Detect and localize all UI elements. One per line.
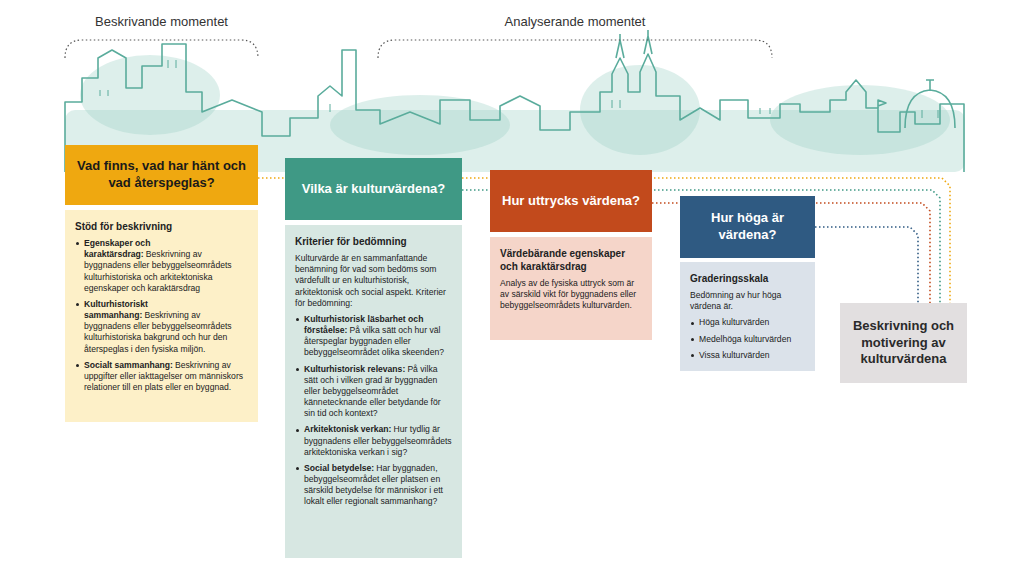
bullet-item: Social betydelse:Har byggnaden, bebyggel…: [295, 463, 452, 508]
bullet-item: Kulturhistoriskt sammanhang:Beskrivning …: [75, 299, 248, 355]
bullet-item: Höga kulturvärden: [690, 317, 805, 328]
step-panel: Värdebärande egenskaper och karaktärsdra…: [490, 237, 652, 340]
wash-blot: [770, 85, 950, 155]
panel-heading: Värdebärande egenskaper och karaktärsdra…: [500, 247, 642, 273]
grade-item: Medelhöga kulturvärden: [699, 334, 791, 344]
bracket: [378, 40, 772, 58]
wash-blot: [80, 55, 220, 135]
criterion-name: Kulturhistoriskt sammanhang:: [84, 299, 148, 320]
step-header: Vad finns, vad har hänt och vad återspeg…: [65, 145, 258, 205]
step-title: Vilka är kulturvärdena?: [302, 181, 446, 198]
step-title: Hur uttrycks värdena?: [502, 193, 640, 210]
wash-blot: [330, 95, 510, 155]
bullet-item: Egenskaper och karaktärsdrag:Beskrivning…: [75, 238, 248, 294]
panel-text: Bedömning av hur höga värdena är.: [690, 290, 805, 312]
church-spires: [616, 30, 652, 58]
panel-heading: Stöd för beskrivning: [75, 220, 248, 233]
bullet-item: Socialt sammanhang:Beskrivning av uppgif…: [75, 360, 248, 394]
step-title: Beskrivning och motivering av kulturvärd…: [850, 318, 957, 368]
windows: [100, 60, 938, 118]
criterion-name: Kulturhistorisk relevans:: [304, 364, 405, 374]
panel-text: Analys av de fysiska uttryck som är av s…: [500, 278, 642, 312]
grade-item: Höga kulturvärden: [699, 317, 769, 327]
panel-heading: Graderingsskala: [690, 272, 805, 285]
step-header: Hur höga är värdena?: [680, 196, 815, 258]
step-title: Vad finns, vad har hänt och vad återspeg…: [75, 158, 248, 191]
panel-heading: Kriterier för bedömning: [295, 235, 452, 248]
bracket: [65, 40, 258, 58]
step-panel: Kriterier för bedömningKulturvärde är en…: [285, 225, 462, 558]
phase-label: Beskrivande momentet: [65, 14, 258, 29]
step-panel: Stöd för beskrivningEgenskaper och karak…: [65, 210, 258, 422]
flow-connector: [815, 227, 918, 303]
panel-text: Kulturvärde är en sammanfattande benämni…: [295, 253, 452, 309]
bullet-item: Arkitektonisk verkan:Hur tydlig är byggn…: [295, 424, 452, 458]
step-header: Hur uttrycks värdena?: [490, 170, 652, 232]
bullet-item: Kulturhistorisk relevans:På vilka sätt o…: [295, 364, 452, 420]
criterion-name: Socialt sammanhang:: [84, 360, 173, 370]
result-box: Beskrivning och motivering av kulturvärd…: [840, 303, 967, 383]
phase-label: Analyserande momentet: [378, 14, 772, 29]
criterion-name: Social betydelse:: [304, 463, 374, 473]
criterion-name: Egenskaper och karaktärsdrag:: [84, 238, 150, 259]
step-header: Vilka är kulturvärdena?: [285, 158, 462, 220]
bullet-item: Medelhöga kulturvärden: [690, 334, 805, 345]
bullet-item: Vissa kulturvärden: [690, 350, 805, 361]
bullet-item: Kulturhistorisk läsbarhet och förståelse…: [295, 314, 452, 359]
step-title: Hur höga är värdena?: [690, 210, 805, 243]
phase-brackets: [65, 40, 772, 58]
step-panel: GraderingsskalaBedömning av hur höga vär…: [680, 262, 815, 371]
grade-item: Vissa kulturvärden: [699, 350, 770, 360]
flag: [878, 100, 886, 108]
dome: [905, 80, 955, 128]
criterion-name: Arkitektonisk verkan:: [304, 424, 391, 434]
